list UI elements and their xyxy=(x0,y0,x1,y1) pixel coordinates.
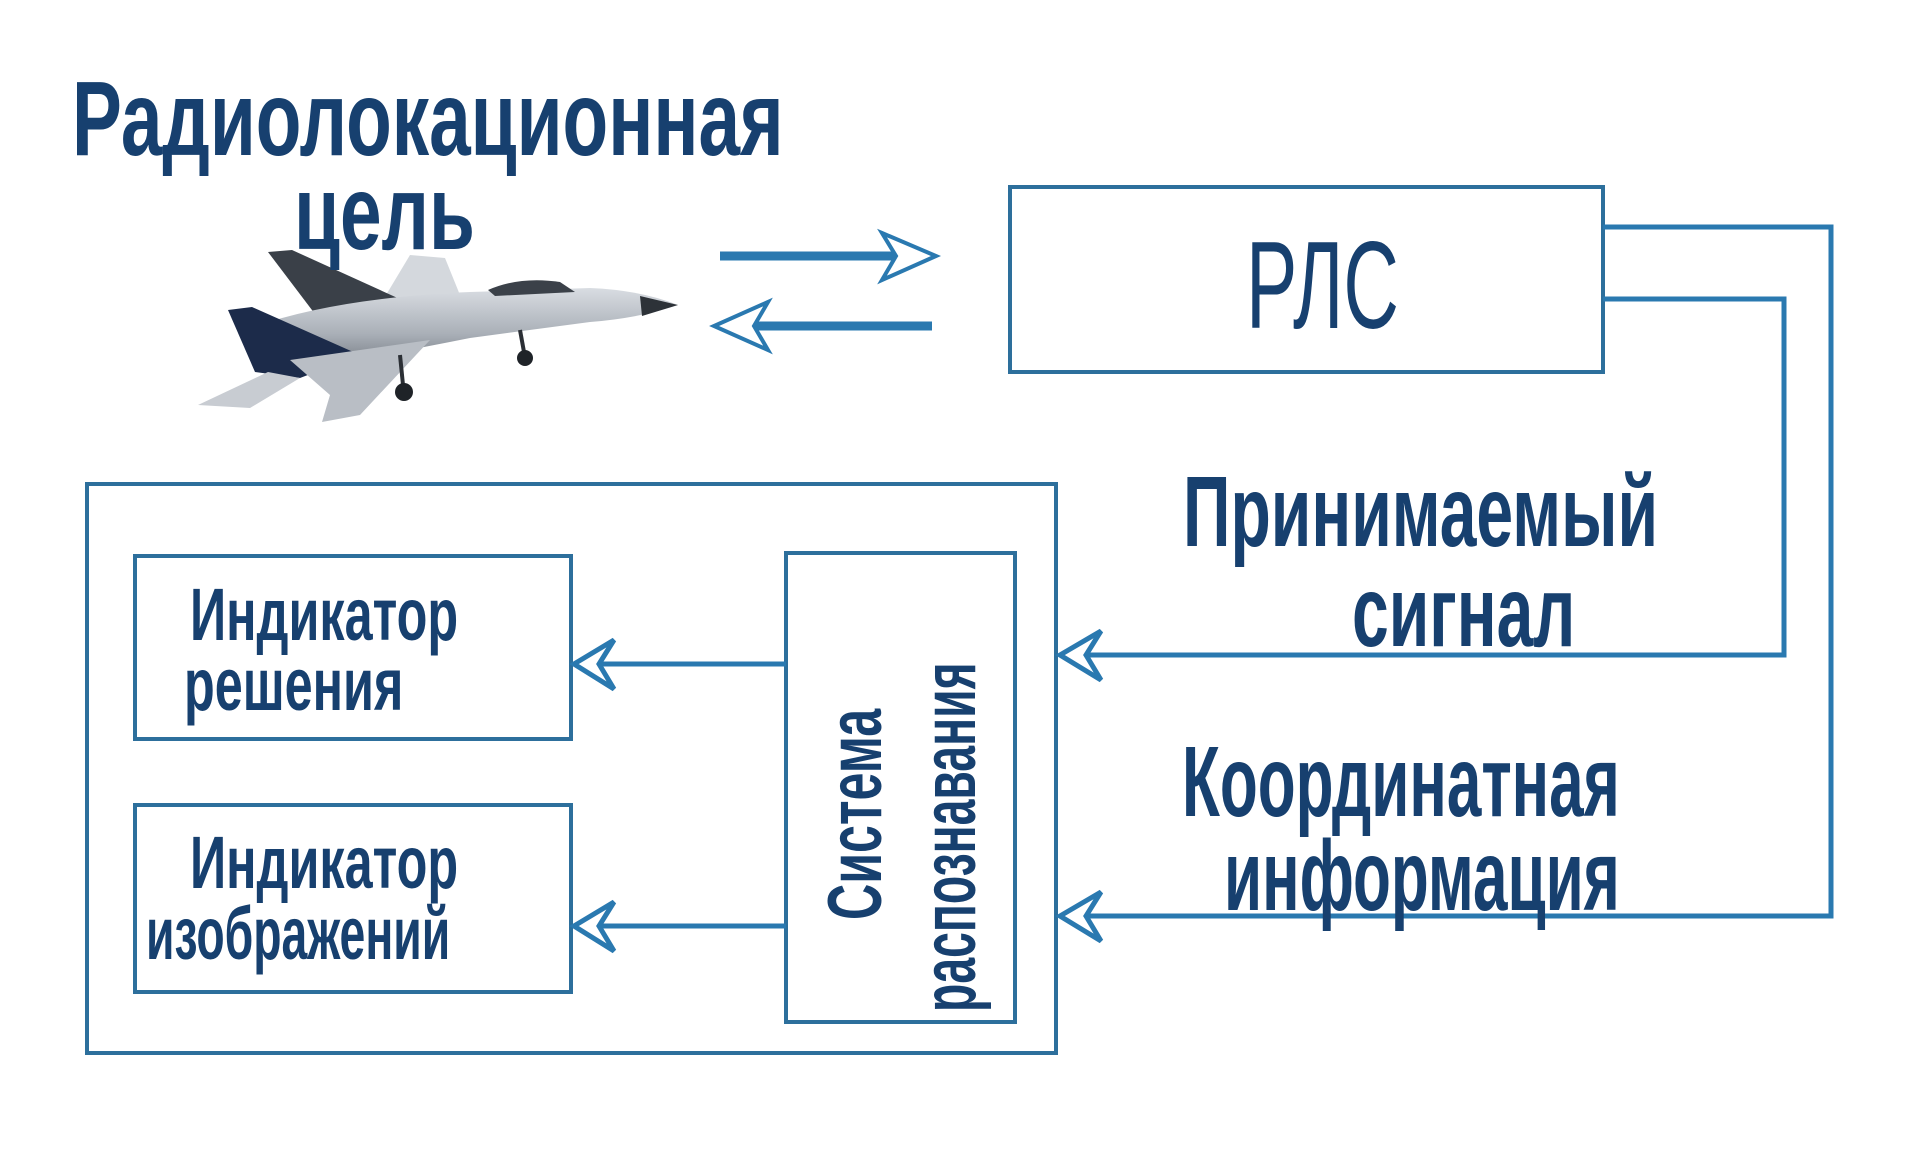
recognition-system-label-line2: распознавания xyxy=(907,662,992,1012)
image-indicator-label-line2: изображений xyxy=(146,892,451,975)
reflected-wave-arrow xyxy=(709,297,932,355)
decision-indicator-label-line2: решения xyxy=(184,643,404,726)
system-to-decision-arrow xyxy=(569,637,786,692)
radar-box[interactable] xyxy=(1008,185,1605,374)
radar-label: РЛС xyxy=(1246,217,1399,355)
decision-indicator-box[interactable] xyxy=(133,554,573,741)
received-signal-connector xyxy=(1055,296,1787,683)
received-signal-label-line1: Принимаемый xyxy=(1183,456,1659,568)
emitted-wave-arrow xyxy=(720,228,942,285)
fighter-jet-icon xyxy=(198,250,678,422)
coordinate-info-connector xyxy=(1055,224,1834,944)
recognition-system-label-line1: Система xyxy=(813,708,898,920)
recognition-system-box[interactable] xyxy=(784,551,1017,1024)
coordinate-info-label-line1: Координатная xyxy=(1182,726,1620,838)
target-title-line2: цель xyxy=(294,154,475,272)
target-title-line1: Радиолокационная xyxy=(72,60,784,178)
processing-unit-container xyxy=(85,482,1058,1055)
image-indicator-box[interactable] xyxy=(133,803,573,994)
coordinate-info-label-line2: информация xyxy=(1224,820,1620,932)
image-indicator-label-line1: Индикатор xyxy=(190,821,459,904)
system-to-image-arrow xyxy=(569,899,786,954)
received-signal-label-line2: сигнал xyxy=(1352,556,1576,668)
decision-indicator-label-line1: Индикатор xyxy=(190,573,459,656)
